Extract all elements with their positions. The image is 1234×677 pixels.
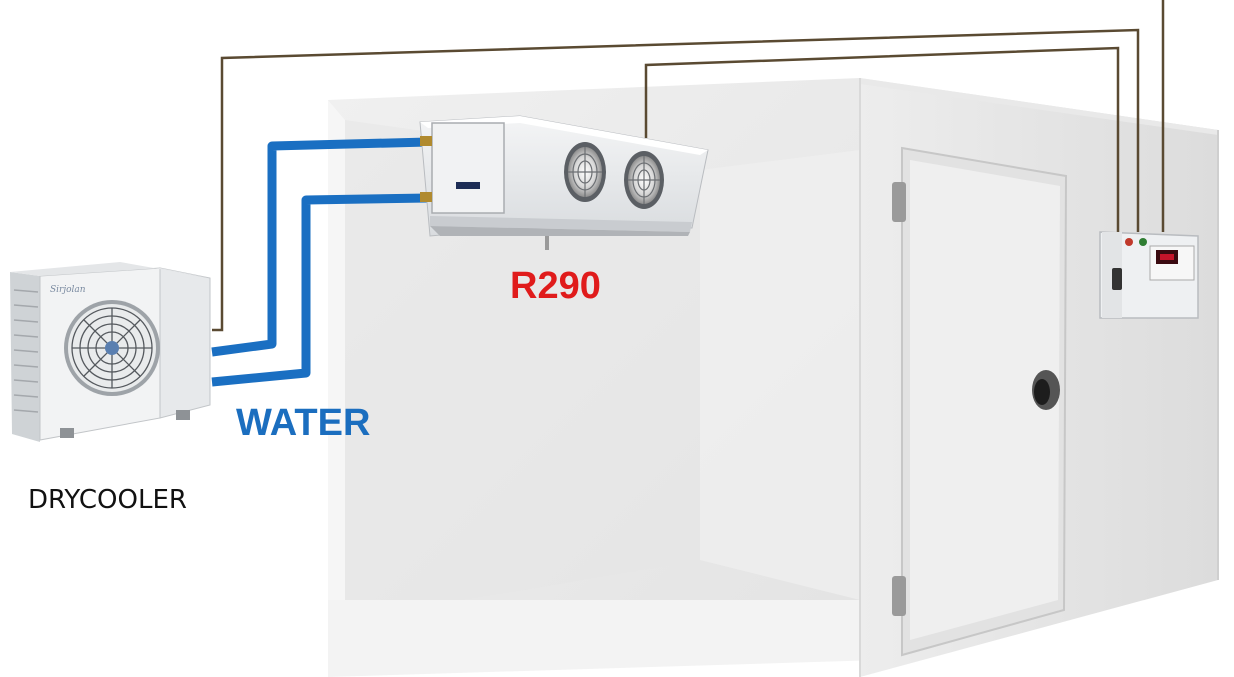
fan-icon — [64, 300, 160, 396]
water-pipes — [211, 137, 429, 387]
fan-icon — [624, 151, 664, 209]
door-hinge-bottom — [892, 576, 906, 616]
cold-room-floor — [328, 600, 880, 677]
door-hinge-top — [892, 182, 906, 222]
drycooler-label: DRYCOOLER — [28, 485, 187, 515]
cold-room-door — [892, 146, 1068, 657]
indicator-light-green — [1139, 238, 1147, 246]
water-label: WATER — [236, 402, 371, 444]
drycooler-brand: Sirjolan — [50, 285, 86, 295]
evaporator-control-box — [431, 122, 505, 214]
cold-room-front-post — [328, 100, 345, 660]
controller-panel — [1099, 231, 1199, 319]
controller-key-switch — [1112, 268, 1122, 290]
cold-room-interior-shade — [345, 120, 700, 620]
refrigerant-label: R290 — [510, 265, 601, 307]
door-handle-icon — [1032, 370, 1060, 410]
drycooler-unit: Sirjolan — [10, 262, 211, 442]
fan-icon — [564, 142, 606, 202]
evaporator-unit — [419, 115, 709, 250]
control-wiring — [212, 0, 1165, 332]
indicator-light-red — [1125, 238, 1133, 246]
